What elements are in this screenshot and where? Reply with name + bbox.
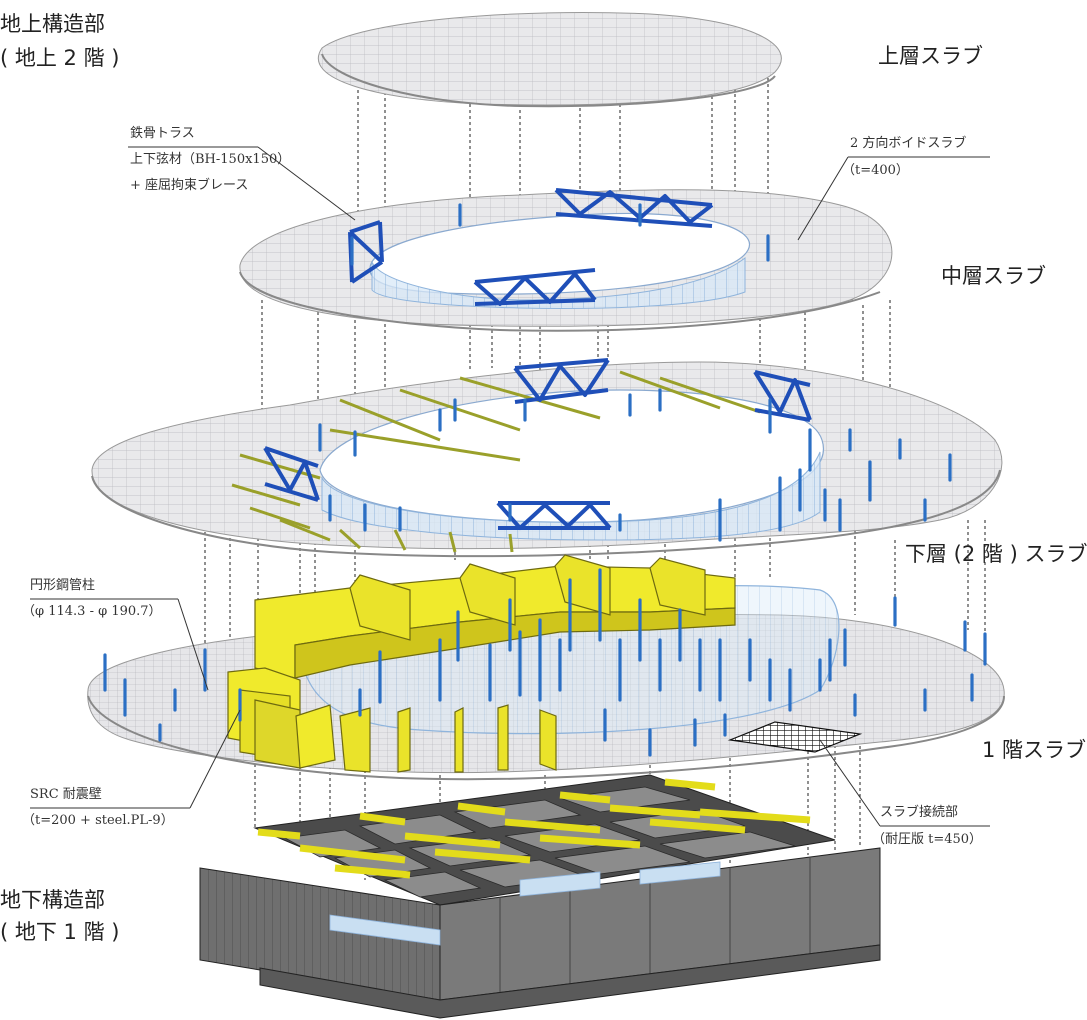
truss-label-line1: 鉄骨トラス bbox=[130, 126, 195, 141]
shear-wall-label-line1: SRC 耐震壁 bbox=[30, 787, 102, 802]
shear-wall-label-line2: （t=200 + steel.PL-9） bbox=[22, 813, 174, 828]
column-label-line1: 円形鋼管柱 bbox=[30, 578, 96, 593]
void-slab-label-line1: 2 方向ボイドスラブ bbox=[850, 136, 967, 151]
upper-slab bbox=[317, 11, 782, 108]
truss-label-line3: + 座屈拘束ブレース bbox=[130, 178, 249, 193]
truss-label-line2: 上下弦材（BH-150x150） bbox=[130, 152, 291, 167]
column-label-line2: （φ 114.3 - φ 190.7） bbox=[22, 604, 162, 619]
above-ground-title: 地上構造部 bbox=[0, 12, 105, 36]
basement-structure bbox=[199, 774, 881, 1019]
first-floor-slab-label: 1 階スラブ bbox=[982, 738, 1087, 762]
middle-slab bbox=[239, 189, 893, 332]
leader-lines bbox=[30, 146, 990, 827]
basement-floors: ( 地下 1 階 ) bbox=[0, 920, 120, 944]
lower-slab-label: 下層 (2 階 ) スラブ bbox=[905, 542, 1087, 566]
lower-slab-2f bbox=[91, 361, 1003, 558]
above-ground-floors: ( 地上 2 階 ) bbox=[0, 46, 120, 70]
src-shear-walls bbox=[227, 554, 736, 773]
steel-tube-columns bbox=[103, 203, 987, 757]
middle-slab-label: 中層スラブ bbox=[941, 264, 1046, 288]
void-slab-label-line2: （t=400） bbox=[842, 163, 909, 178]
connection-label-line2: （耐圧版 t=450） bbox=[872, 832, 983, 847]
steel-trusses bbox=[263, 188, 812, 530]
upper-slab-label: 上層スラブ bbox=[878, 44, 983, 68]
basement-title: 地下構造部 bbox=[0, 888, 105, 912]
connection-label-line1: スラブ接続部 bbox=[880, 805, 959, 820]
